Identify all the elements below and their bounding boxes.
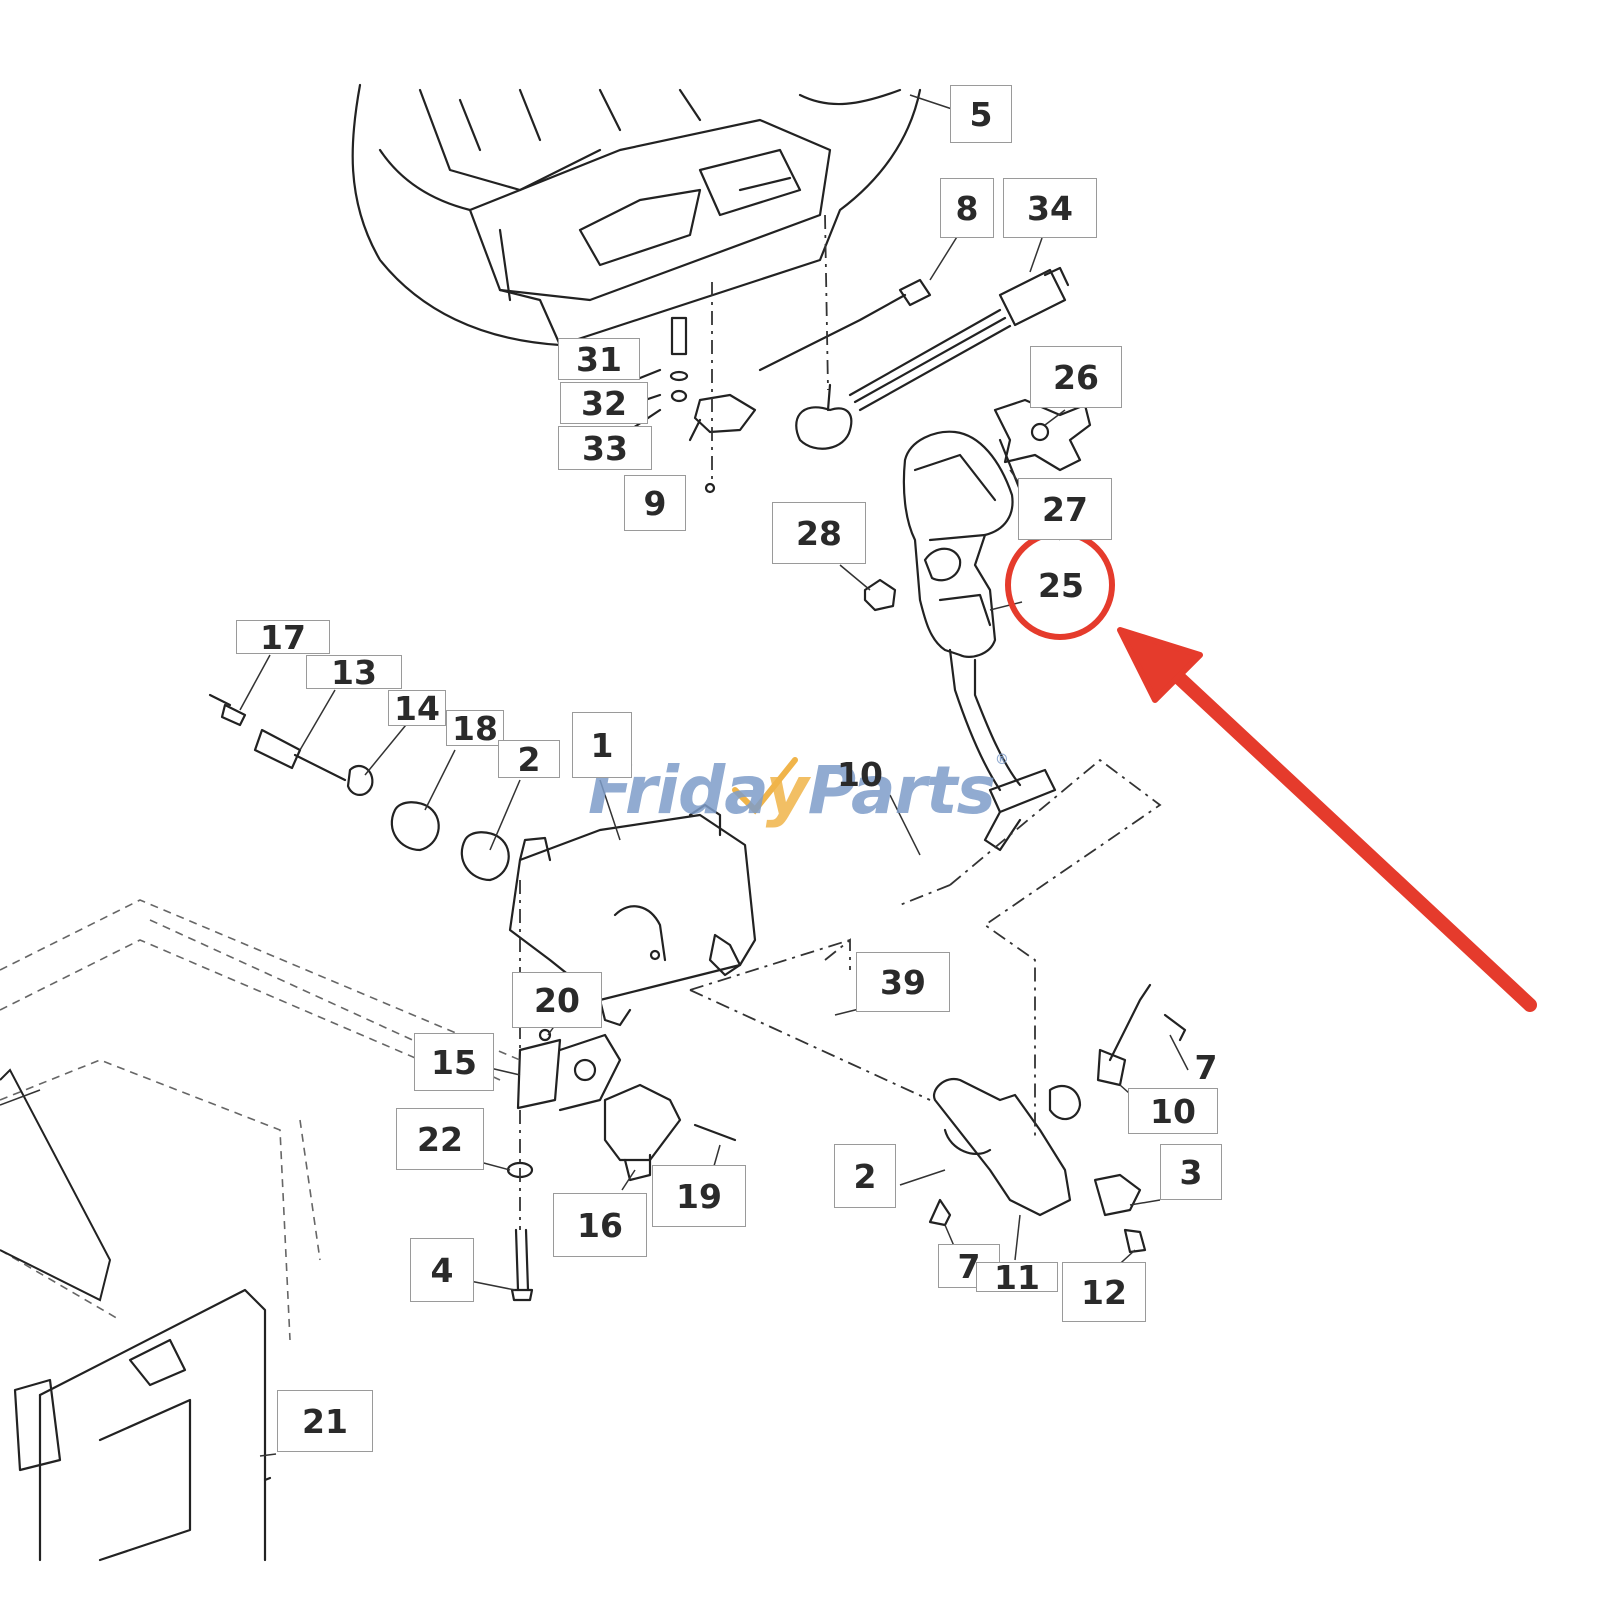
main-bracket-drawing — [508, 803, 757, 1027]
part-label-1: 1 — [572, 712, 632, 778]
joystick-handle-drawing — [902, 430, 1057, 852]
part-label-34: 34 — [1003, 178, 1097, 238]
console-housing-drawing — [351, 83, 922, 347]
watermark-swoosh — [732, 757, 798, 815]
part-label-17: 17 — [236, 620, 330, 654]
part-label-19: 19 — [652, 1165, 746, 1227]
part-label-25: 25 — [1038, 565, 1084, 605]
red-arrow-shaft — [1153, 653, 1537, 1012]
part-label-22: 22 — [396, 1108, 484, 1170]
part-label-18: 18 — [446, 710, 504, 746]
part-label-13: 13 — [306, 655, 402, 689]
part-label-9: 9 — [624, 475, 686, 531]
part-label-10-lower: 10 — [1128, 1088, 1218, 1134]
wire-harness-drawing — [758, 266, 1070, 450]
part-label-27: 27 — [1018, 478, 1112, 540]
watermark-registered-mark: ® — [994, 752, 1009, 768]
part-label-12: 12 — [1062, 1262, 1146, 1322]
part-label-4: 4 — [410, 1238, 474, 1302]
shaft-assembly-drawing — [208, 693, 510, 882]
part-label-14: 14 — [388, 690, 446, 726]
part-label-7-right: 7 — [1194, 1047, 1218, 1087]
part-label-5: 5 — [950, 85, 1012, 143]
part-label-21: 21 — [277, 1390, 373, 1452]
watermark-text-accent: y — [765, 752, 809, 829]
part-label-11: 11 — [976, 1261, 1058, 1294]
lower-left-assembly-drawing — [506, 1028, 737, 1302]
part-label-2-upper: 2 — [498, 740, 560, 778]
part-label-33: 33 — [558, 426, 652, 470]
part-label-15: 15 — [414, 1033, 494, 1091]
part-label-10-upper: 10 — [837, 754, 883, 794]
small-parts-drawing — [863, 398, 1092, 612]
part-label-32: 32 — [560, 382, 648, 424]
red-arrow-head — [1117, 627, 1203, 703]
part-label-8: 8 — [940, 178, 994, 238]
part-label-16: 16 — [553, 1193, 647, 1257]
watermark-logo: FridayParts® — [588, 752, 1009, 829]
part-label-28: 28 — [772, 502, 866, 564]
part-label-3: 3 — [1160, 1144, 1222, 1200]
part-label-26: 26 — [1030, 346, 1122, 408]
watermark-text-right: Parts — [807, 752, 996, 829]
part-label-39: 39 — [856, 952, 950, 1012]
part-label-2-lower: 2 — [834, 1144, 896, 1208]
part-label-20: 20 — [512, 972, 602, 1028]
lower-right-assembly-drawing — [928, 983, 1187, 1254]
control-module-drawing — [13, 1288, 272, 1562]
part-label-31: 31 — [558, 338, 640, 380]
